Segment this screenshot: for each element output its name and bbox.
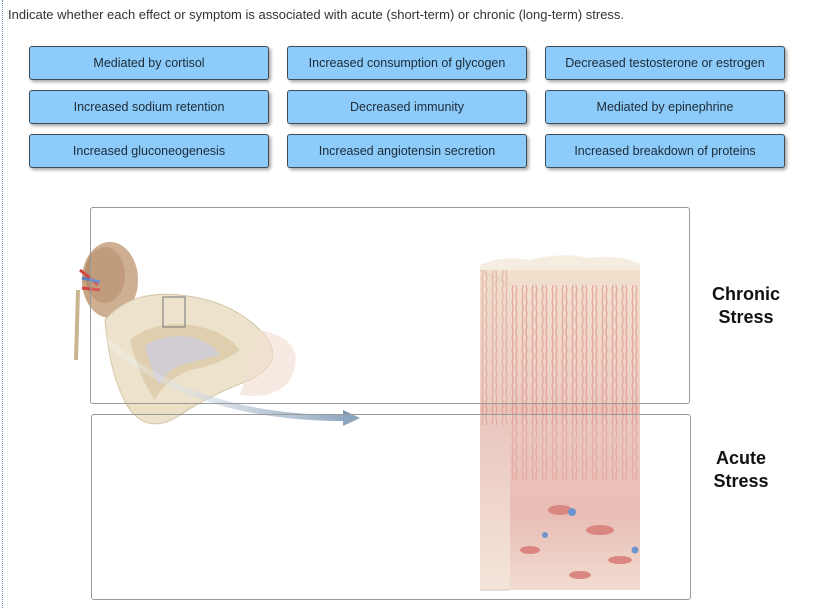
chronic-stress-label-line2: Stress	[718, 307, 774, 327]
chip-decreased-testosterone-or-estrogen[interactable]: Decreased testosterone or estrogen	[545, 46, 785, 80]
chip-mediated-by-cortisol[interactable]: Mediated by cortisol	[29, 46, 269, 80]
chip-mediated-by-epinephrine[interactable]: Mediated by epinephrine	[545, 90, 785, 124]
question-instruction: Indicate whether each effect or symptom …	[8, 7, 625, 22]
acute-stress-label: Acute Stress	[702, 447, 780, 493]
adrenal-gland-illustration	[74, 242, 640, 591]
chip-increased-breakdown-of-proteins[interactable]: Increased breakdown of proteins	[545, 134, 785, 168]
chronic-stress-label-line1: Chronic	[711, 284, 780, 304]
chip-increased-angiotensin-secretion[interactable]: Increased angiotensin secretion	[287, 134, 527, 168]
dropzone-chronic-stress[interactable]	[90, 207, 690, 404]
chip-increased-consumption-of-glycogen[interactable]: Increased consumption of glycogen	[287, 46, 527, 80]
left-border-rule	[2, 0, 3, 608]
chronic-stress-label: Chronic Stress	[702, 283, 790, 329]
chip-increased-sodium-retention[interactable]: Increased sodium retention	[29, 90, 269, 124]
dropzone-acute-stress[interactable]	[91, 414, 691, 600]
acute-stress-label-line1: Acute	[715, 448, 766, 468]
acute-stress-label-line2: Stress	[713, 471, 769, 491]
chip-increased-gluconeogenesis[interactable]: Increased gluconeogenesis	[29, 134, 269, 168]
chip-decreased-immunity[interactable]: Decreased immunity	[287, 90, 527, 124]
